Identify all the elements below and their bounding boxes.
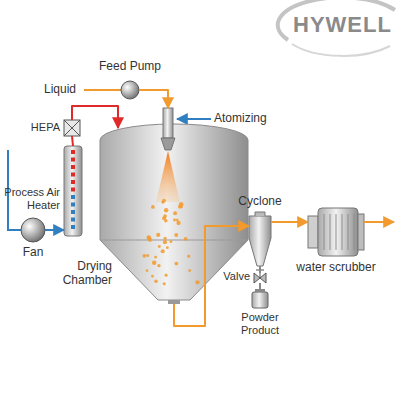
- pipe-connector: [72, 136, 73, 146]
- part-label: Cyclone: [230, 195, 290, 209]
- container-neck: [255, 289, 265, 292]
- nozzle-tip: [161, 138, 175, 150]
- cyclone-body: [249, 216, 271, 266]
- pipe-connector: [139, 90, 168, 108]
- part-label: Fan: [13, 246, 53, 260]
- part-label: Valve: [210, 270, 250, 283]
- brand-logo: HYWELL: [293, 12, 392, 37]
- pump-symbol: [121, 81, 139, 99]
- cyclone-node: Cyclone: [249, 212, 271, 266]
- hepa-filter: [64, 120, 80, 136]
- scrubber-ribs: [324, 214, 354, 250]
- hepa-cross: [64, 120, 80, 136]
- product-node: Powder Product: [252, 289, 268, 308]
- part-label: Powder Product: [230, 311, 290, 336]
- powder-container: [252, 292, 268, 308]
- heater-body: [64, 146, 82, 236]
- heater-node: Process Air Heater: [64, 146, 82, 236]
- part-label: Process Air Heater: [2, 186, 60, 211]
- scrubber-housing: [318, 208, 358, 256]
- valve-node: Valve: [254, 270, 266, 284]
- cyclone-outlet: [255, 212, 265, 216]
- fan-node: Fan: [21, 218, 45, 242]
- exhaust-arrow: [364, 221, 394, 223]
- filter-node: HEPA: [64, 120, 80, 136]
- part-label: HEPA: [22, 121, 60, 134]
- pipe-connector: [259, 266, 261, 273]
- part-label: Drying Chamber: [54, 260, 112, 288]
- part-label: water scrubber: [291, 261, 381, 275]
- pipe-connector: [259, 283, 261, 289]
- droplets: [143, 199, 200, 286]
- atomizer-nozzle: [163, 108, 173, 138]
- fan-symbol: [21, 218, 45, 242]
- scrubber-node: water scrubber: [308, 208, 364, 256]
- liquid-feed-line: [84, 89, 121, 91]
- flow-label: Liquid: [44, 83, 76, 97]
- spray-cone: [156, 151, 180, 202]
- part-label: Feed Pump: [91, 60, 169, 74]
- pump-node: Feed Pump: [121, 81, 139, 99]
- chamber-outlet: [168, 300, 180, 304]
- pipe-connector: [45, 229, 64, 231]
- flow-label: Atomizing: [214, 112, 267, 126]
- pipe-connector: [271, 221, 308, 223]
- scrubber-cap: [358, 214, 364, 250]
- chamber-seam: [100, 240, 248, 241]
- heater-elements: [71, 150, 75, 229]
- scrubber-flange: [308, 216, 318, 248]
- pipe-connector: [72, 106, 118, 128]
- atomizing-air-arrow: [177, 118, 211, 120]
- logo-swoosh: [292, 44, 390, 56]
- logo-swoosh: [278, 0, 395, 40]
- pipe-connector: [174, 226, 249, 326]
